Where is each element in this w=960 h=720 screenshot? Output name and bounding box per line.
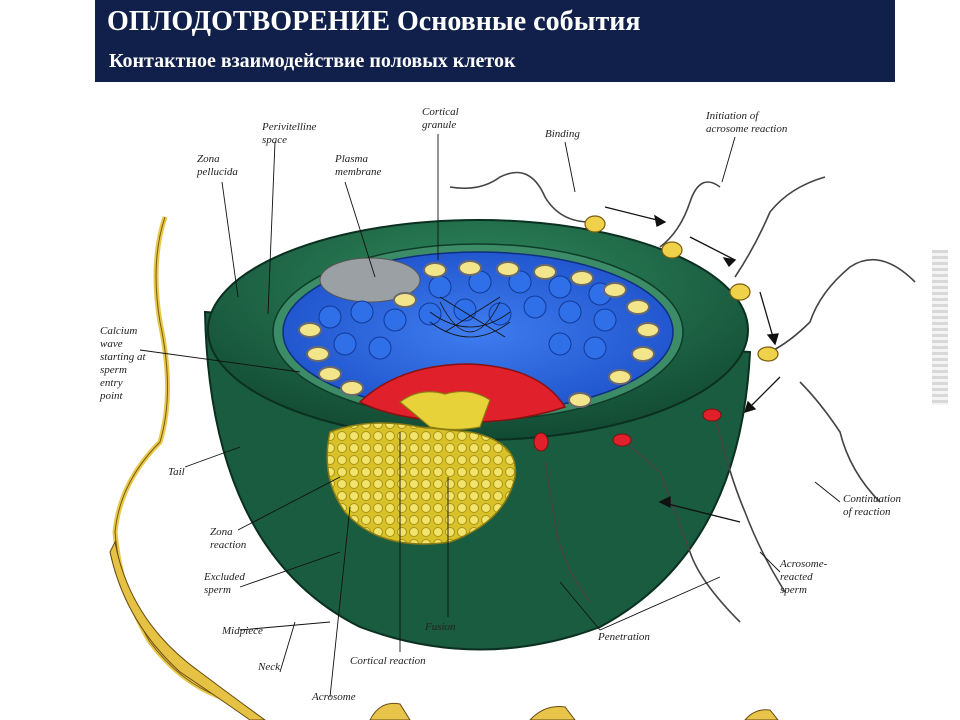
label-fusion: Fusion — [424, 621, 456, 633]
page-title: ОПЛОДОТВОРЕНИЕ Основные события — [107, 6, 641, 37]
title-banner: ОПЛОДОТВОРЕНИЕ Основные события Контактн… — [95, 0, 895, 82]
cortical-granules — [298, 260, 660, 408]
label-penetration: Penetration — [597, 631, 650, 643]
label-midpiece: Midpiece — [221, 625, 263, 637]
bottom-sperm-heads — [369, 702, 779, 720]
zona-reaction-region — [326, 422, 517, 545]
leader-lines — [139, 134, 841, 698]
cytoplasm-vesicles — [318, 270, 617, 360]
label-neck: Neck — [257, 661, 281, 673]
spindle-fibers — [429, 296, 511, 338]
large-sperm-tail — [112, 216, 221, 700]
large-sperm-midpiece — [109, 540, 266, 720]
sperm-heads — [533, 215, 779, 452]
page-subtitle: Контактное взаимодействие половых клеток — [109, 50, 516, 72]
label-calcium-wave: Calcium wave starting at sperm entry poi… — [99, 325, 148, 402]
label-cortical-reaction: Cortical reaction — [350, 655, 426, 667]
label-acrosome: Acrosome — [311, 691, 356, 703]
label-binding: Binding — [545, 128, 580, 140]
label-tail: Tail — [168, 466, 185, 478]
side-watermark-strip — [932, 250, 948, 405]
motion-arrows — [604, 206, 781, 523]
egg-nucleus — [319, 257, 421, 303]
fusion-cone — [399, 390, 491, 431]
binding-sperm — [449, 171, 916, 623]
